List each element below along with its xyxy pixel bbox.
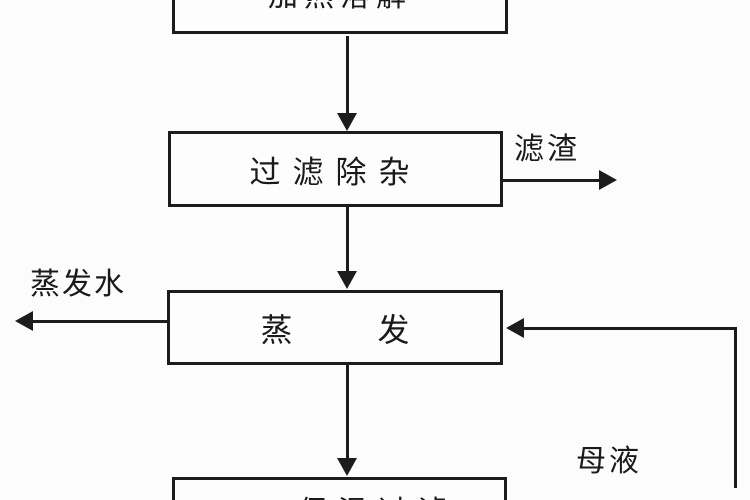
arrow-line-mother-liquor-horizontal	[522, 327, 737, 330]
arrowhead-left-icon	[506, 318, 524, 338]
arrow-line-mother-liquor-vertical	[734, 327, 737, 488]
arrow-line-evaporated-water	[33, 320, 167, 323]
arrow-line-heat-to-filter	[346, 36, 349, 113]
process-box-heat-dissolve-label: 加热溶解	[268, 0, 412, 31]
label-evaporated-water: 蒸发水	[30, 268, 126, 301]
process-box-evaporate: 蒸 发	[167, 290, 503, 365]
arrowhead-down-icon	[337, 113, 357, 131]
label-mother-liquor: 母液	[576, 445, 642, 478]
process-box-heat-dissolve: 加热溶解	[172, 0, 508, 34]
process-box-evaporate-label-left: 蒸	[260, 311, 293, 348]
label-filter-residue: 滤渣	[514, 133, 580, 166]
process-box-hot-filter: 保温过滤	[172, 477, 507, 500]
process-box-filter-impurities-label: 过滤除杂	[249, 154, 422, 190]
arrowhead-right-icon	[599, 170, 617, 190]
process-box-filter-impurities: 过滤除杂	[168, 131, 503, 207]
arrowhead-down-icon	[337, 271, 357, 289]
arrow-line-filter-residue	[503, 179, 599, 182]
process-box-evaporate-label-right: 发	[377, 311, 410, 348]
arrow-line-filter-to-evaporate	[346, 207, 349, 271]
arrowhead-down-icon	[337, 458, 357, 476]
arrow-line-evaporate-to-hot-filter	[346, 365, 349, 458]
process-box-hot-filter-label: 保温过滤	[298, 480, 458, 500]
arrowhead-left-icon	[15, 311, 33, 331]
